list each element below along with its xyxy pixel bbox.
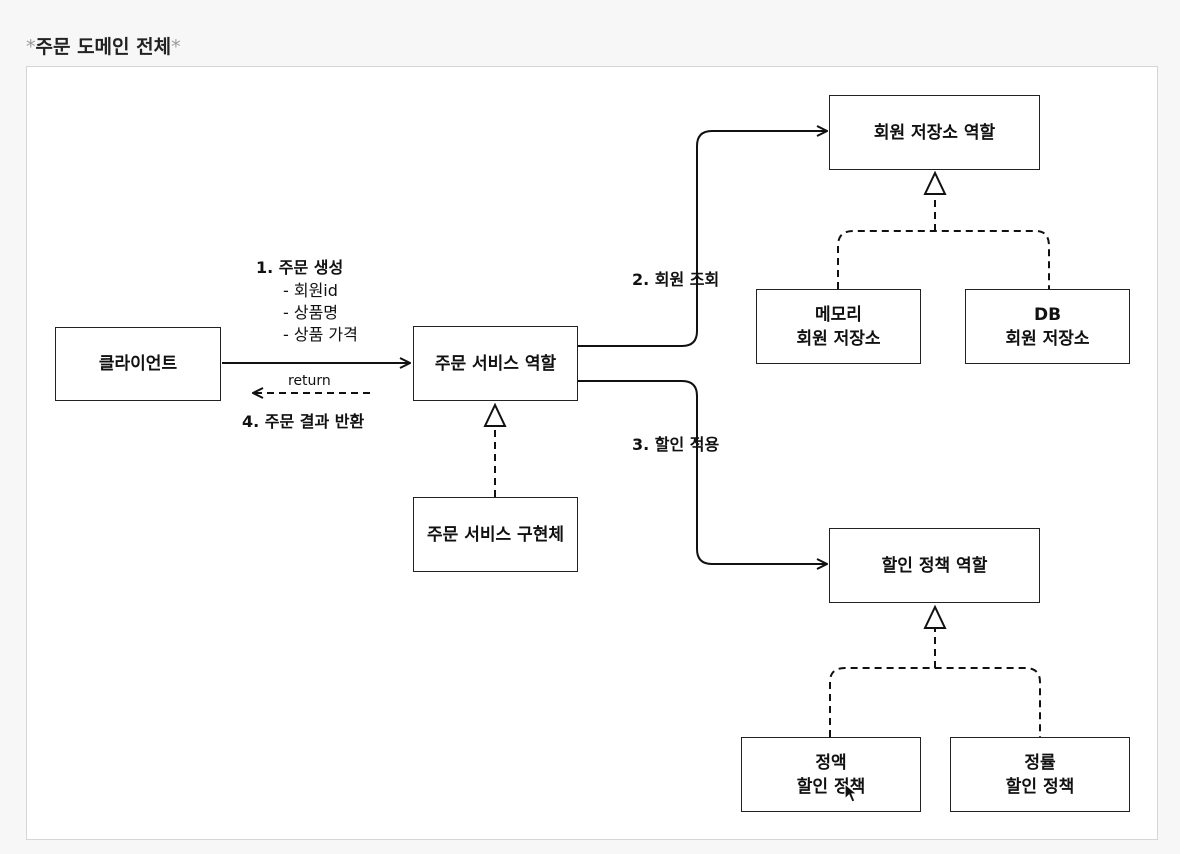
find-member-label: 2. 회원 조회 <box>632 270 720 289</box>
create-order-param: - 회원id <box>283 281 338 300</box>
discount-policy-realization <box>829 667 1041 737</box>
create-order-param: - 상품명 <box>283 303 339 322</box>
mouse-cursor-icon <box>844 783 859 803</box>
member-repo-triangle <box>923 170 947 195</box>
page-title: *주문 도메인 전체* <box>26 36 181 58</box>
member-repository-role-node: 회원 저장소 역할 <box>829 95 1040 170</box>
order-service-impl-node: 주문 서비스 구현체 <box>413 497 578 572</box>
return-label: return <box>288 373 331 389</box>
return-result-label: 4. 주문 결과 반환 <box>242 412 365 431</box>
diagram-frame <box>26 66 1158 840</box>
apply-discount-arrow <box>578 380 827 564</box>
client-node: 클라이언트 <box>55 327 221 401</box>
create-order-label: 1. 주문 생성 <box>256 258 344 277</box>
discount-policy-triangle <box>923 604 947 629</box>
find-member-arrow <box>578 131 827 347</box>
apply-discount-label: 3. 할인 적용 <box>632 435 720 454</box>
discount-policy-role-node: 할인 정책 역할 <box>829 528 1040 603</box>
member-repo-realization <box>837 230 1050 289</box>
order-service-role-node: 주문 서비스 역할 <box>413 326 578 401</box>
create-order-param: - 상품 가격 <box>283 325 358 344</box>
order-impl-triangle <box>483 402 507 427</box>
